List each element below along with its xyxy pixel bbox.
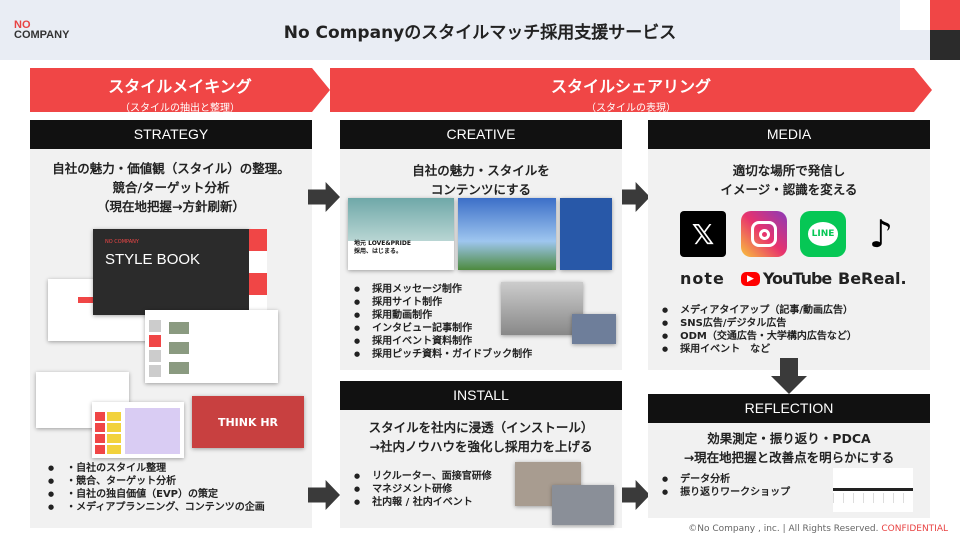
- creative-list: 採用メッセージ制作 採用サイト制作 採用動画制作 インタビュー記事制作 採用イベ…: [354, 283, 532, 361]
- line-logo-icon: LINE: [800, 211, 846, 257]
- right-arrow-icon: [618, 182, 650, 212]
- strategy-header: STRATEGY: [30, 120, 312, 149]
- page-title: No Companyのスタイルマッチ採用支援サービス: [283, 23, 677, 43]
- list-item: ・メディアプランニング、コンテンツの企画: [48, 501, 265, 514]
- footer: ©No Company , inc. | All Rights Reserved…: [688, 524, 948, 534]
- creative-panel: 自社の魅力・スタイルをコンテンツにする 地元 LOVE&PRIDE採用、はじまる…: [340, 149, 622, 370]
- reflection-header: REFLECTION: [648, 394, 930, 423]
- right-arrow-icon: [308, 182, 340, 212]
- right-arrow-icon: [308, 480, 340, 510]
- corner-white-block: [900, 0, 930, 30]
- list-item: 社内報 / 社内イベント: [354, 496, 492, 509]
- list-item: メディアタイアップ（記事/動画広告）: [662, 304, 857, 317]
- media-panel: 適切な場所で発信しイメージ・認識を変える 𝕏 LINE ♪ note ▶YouT…: [648, 149, 930, 370]
- interview-thumbnail: [145, 310, 278, 383]
- recruit-ad-thumbnail: 地元 LOVE&PRIDE採用、はじまる。: [348, 198, 454, 270]
- list-item: インタビュー記事制作: [354, 322, 532, 335]
- phase-subtitle: （スタイルの表現）: [586, 103, 676, 114]
- list-item: 振り返りワークショップ: [662, 486, 790, 499]
- play-icon: ▶: [741, 271, 760, 286]
- install-header: INSTALL: [340, 381, 622, 410]
- list-item: ・競合、ターゲット分析: [48, 475, 265, 488]
- install-list: リクルーター、面接官研修 マネジメント研修 社内報 / 社内イベント: [354, 470, 492, 509]
- bereal-logo: BeReal.: [838, 269, 907, 288]
- corner-dark-block: [930, 30, 960, 60]
- youtube-logo: ▶YouTube: [741, 269, 832, 288]
- list-item: 採用ピッチ資料・ガイドブック制作: [354, 348, 532, 361]
- list-item: SNS広告/デジタル広告: [662, 317, 857, 330]
- phase-title: スタイルシェアリング: [550, 77, 711, 96]
- list-item: 採用メッセージ制作: [354, 283, 532, 296]
- install-panel: スタイルを社内に浸透（インストール）→社内ノウハウを強化し採用力を上げる リクル…: [340, 410, 622, 528]
- instagram-logo-icon: [741, 211, 787, 257]
- phase-style-making: スタイルメイキング （スタイルの抽出と整理）: [30, 68, 330, 112]
- corner-red-block: [930, 0, 960, 30]
- strategy-list: ・自社のスタイル整理 ・競合、ターゲット分析 ・自社の独自価値（EVP）の策定 …: [48, 462, 265, 514]
- header-band: [0, 0, 960, 60]
- creative-header: CREATIVE: [340, 120, 622, 149]
- reflection-panel: 効果測定・振り返り・PDCA→現在地把握と改善点を明らかにする データ分析 振り…: [648, 423, 930, 518]
- workshop-photo: [552, 485, 614, 525]
- list-item: 採用イベント資料制作: [354, 335, 532, 348]
- reflection-list: データ分析 振り返りワークショップ: [662, 473, 790, 499]
- right-arrow-icon: [618, 480, 650, 510]
- list-item: 採用動画制作: [354, 309, 532, 322]
- phase-style-sharing: スタイルシェアリング （スタイルの表現）: [330, 68, 932, 112]
- x-logo-icon: 𝕏: [680, 211, 726, 257]
- stylebook-thumbnail: NO COMPANY STYLE BOOK: [93, 229, 249, 315]
- chart-thumbnail: [92, 402, 184, 458]
- illustration-thumbnail: [458, 198, 556, 270]
- list-item: ・自社の独自価値（EVP）の策定: [48, 488, 265, 501]
- report-thumbnail: [833, 468, 913, 512]
- list-item: データ分析: [662, 473, 790, 486]
- guidebook-thumbnail: [560, 198, 612, 270]
- list-item: 採用イベント など: [662, 343, 857, 356]
- poster-photo: [572, 314, 616, 344]
- think-hr-thumbnail: THINK HR: [192, 396, 304, 448]
- strategy-lead: 自社の魅力・価値観（スタイル）の整理。競合/ターゲット分析（現在地把握→方針刷新…: [52, 161, 290, 214]
- media-list: メディアタイアップ（記事/動画広告） SNS広告/デジタル広告 ODM（交通広告…: [662, 304, 857, 356]
- phase-subtitle: （スタイルの抽出と整理）: [120, 103, 240, 114]
- list-item: ODM（交通広告・大学構内広告など）: [662, 330, 857, 343]
- note-logo: note: [680, 269, 725, 288]
- list-item: ・自社のスタイル整理: [48, 462, 265, 475]
- phase-title: スタイルメイキング: [108, 77, 252, 96]
- media-header: MEDIA: [648, 120, 930, 149]
- list-item: 採用サイト制作: [354, 296, 532, 309]
- strategy-panel: 自社の魅力・価値観（スタイル）の整理。競合/ターゲット分析（現在地把握→方針刷新…: [30, 149, 312, 528]
- list-item: マネジメント研修: [354, 483, 492, 496]
- list-item: リクルーター、面接官研修: [354, 470, 492, 483]
- tiktok-logo-icon: ♪: [868, 212, 894, 256]
- stylebook-tabs: [249, 229, 267, 315]
